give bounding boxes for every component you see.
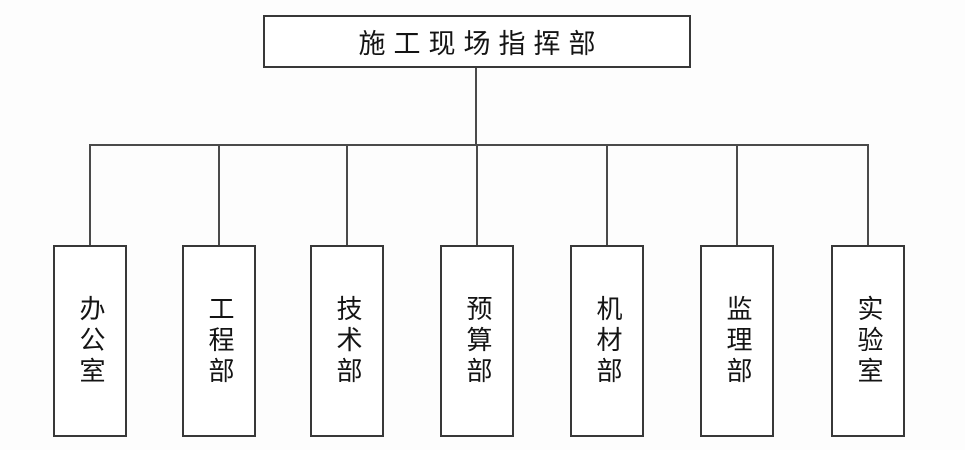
dept-label-technical: 技术部: [332, 294, 362, 388]
dept-box-supervision: 监理部: [700, 245, 774, 437]
dept-label-office: 办公室: [75, 294, 105, 388]
dept-label-engineering: 工程部: [204, 294, 234, 388]
connector-drop-office: [89, 146, 91, 246]
dept-label-laboratory: 实验室: [853, 294, 883, 388]
dept-label-machinery: 机材部: [592, 294, 622, 388]
dept-box-budget: 预算部: [440, 245, 514, 437]
connector-horizontal-main: [89, 144, 869, 146]
connector-drop-budget: [476, 146, 478, 246]
connector-drop-engineering: [218, 146, 220, 246]
dept-box-engineering: 工程部: [182, 245, 256, 437]
connector-drop-machinery: [606, 146, 608, 246]
dept-label-budget: 预算部: [462, 294, 492, 388]
dept-box-technical: 技术部: [310, 245, 384, 437]
root-box-label: 施工现场指挥部: [358, 29, 604, 60]
dept-box-laboratory: 实验室: [831, 245, 905, 437]
dept-label-supervision: 监理部: [722, 294, 752, 388]
connector-root-vertical: [475, 68, 477, 145]
connector-drop-supervision: [736, 146, 738, 246]
connector-drop-technical: [346, 146, 348, 246]
root-box-command-hq: 施工现场指挥部: [263, 15, 691, 68]
connector-drop-laboratory: [867, 146, 869, 246]
dept-box-office: 办公室: [53, 245, 127, 437]
dept-box-machinery: 机材部: [570, 245, 644, 437]
